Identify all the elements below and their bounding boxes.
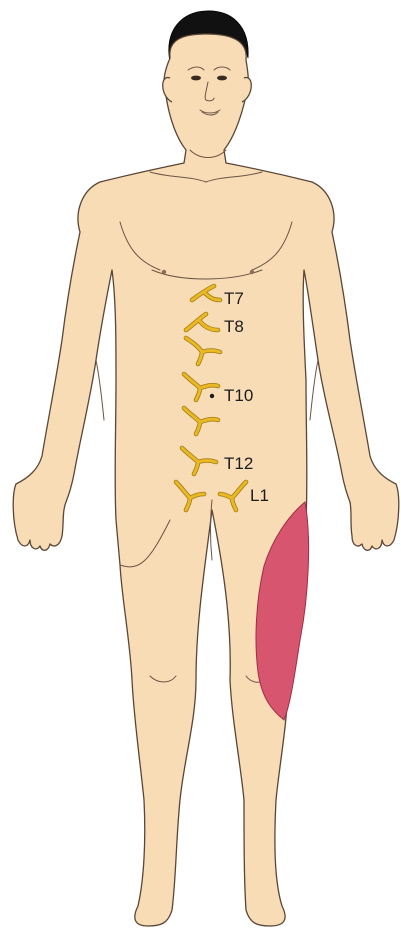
label-t8: T8 — [224, 317, 244, 336]
label-l1: L1 — [250, 486, 269, 505]
label-t7: T7 — [224, 289, 244, 308]
label-t12: T12 — [224, 454, 253, 473]
label-t10: T10 — [224, 386, 253, 405]
body-silhouette — [13, 34, 399, 926]
